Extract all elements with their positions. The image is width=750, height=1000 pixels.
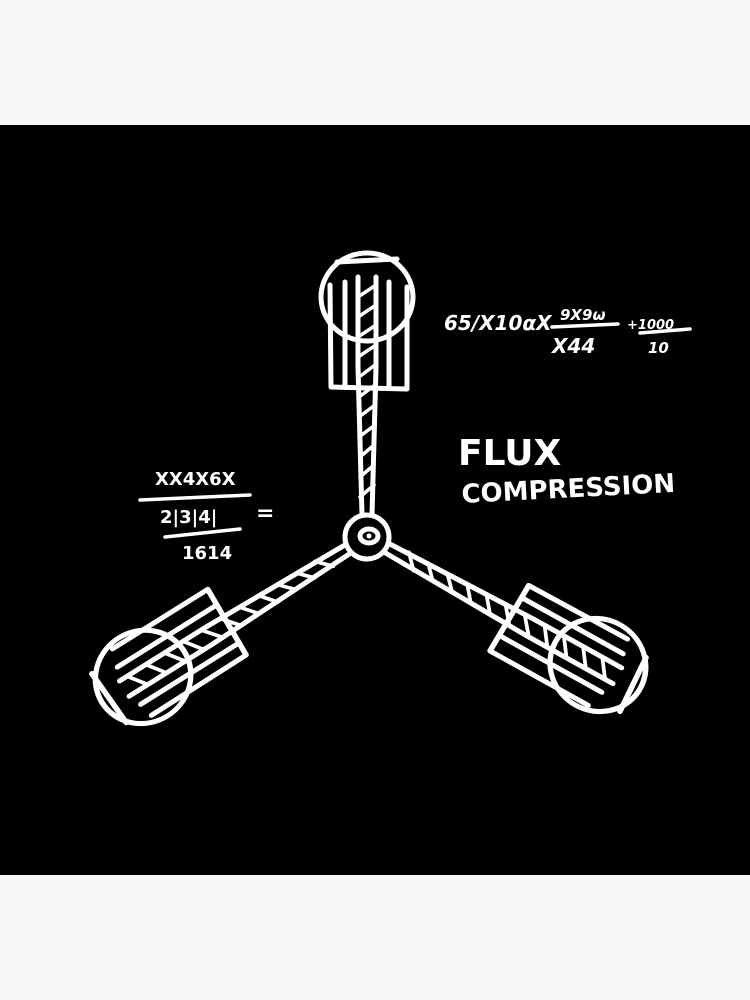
flux-capacitor-artwork: FLUX COMPRESSION 65/X10αX 9X9ω X44 +1000… bbox=[0, 125, 750, 875]
svg-text:+1000: +1000 bbox=[627, 318, 674, 333]
top-electrode-arm bbox=[321, 253, 413, 515]
right-electrode-arm bbox=[366, 508, 663, 728]
equation-left: XX4X6X 2|3|4| = 1614 bbox=[138, 469, 274, 564]
svg-text:X44: X44 bbox=[550, 334, 595, 358]
svg-text:9X9ω: 9X9ω bbox=[560, 306, 605, 324]
svg-text:10: 10 bbox=[648, 339, 669, 357]
svg-text:2|3|4|: 2|3|4| bbox=[160, 507, 217, 528]
equation-top: 65/X10αX 9X9ω X44 +1000 10 bbox=[444, 306, 692, 358]
title-compression: COMPRESSION bbox=[461, 469, 676, 510]
flux-capacitor-drawing: FLUX COMPRESSION 65/X10αX 9X9ω X44 +1000… bbox=[0, 125, 692, 875]
svg-text:65/X10αX: 65/X10αX bbox=[444, 311, 553, 335]
svg-text:XX4X6X: XX4X6X bbox=[155, 469, 236, 490]
central-hub bbox=[342, 512, 392, 562]
svg-text:=: = bbox=[256, 501, 274, 526]
svg-text:1614: 1614 bbox=[182, 543, 232, 564]
title-flux: FLUX bbox=[458, 433, 561, 474]
